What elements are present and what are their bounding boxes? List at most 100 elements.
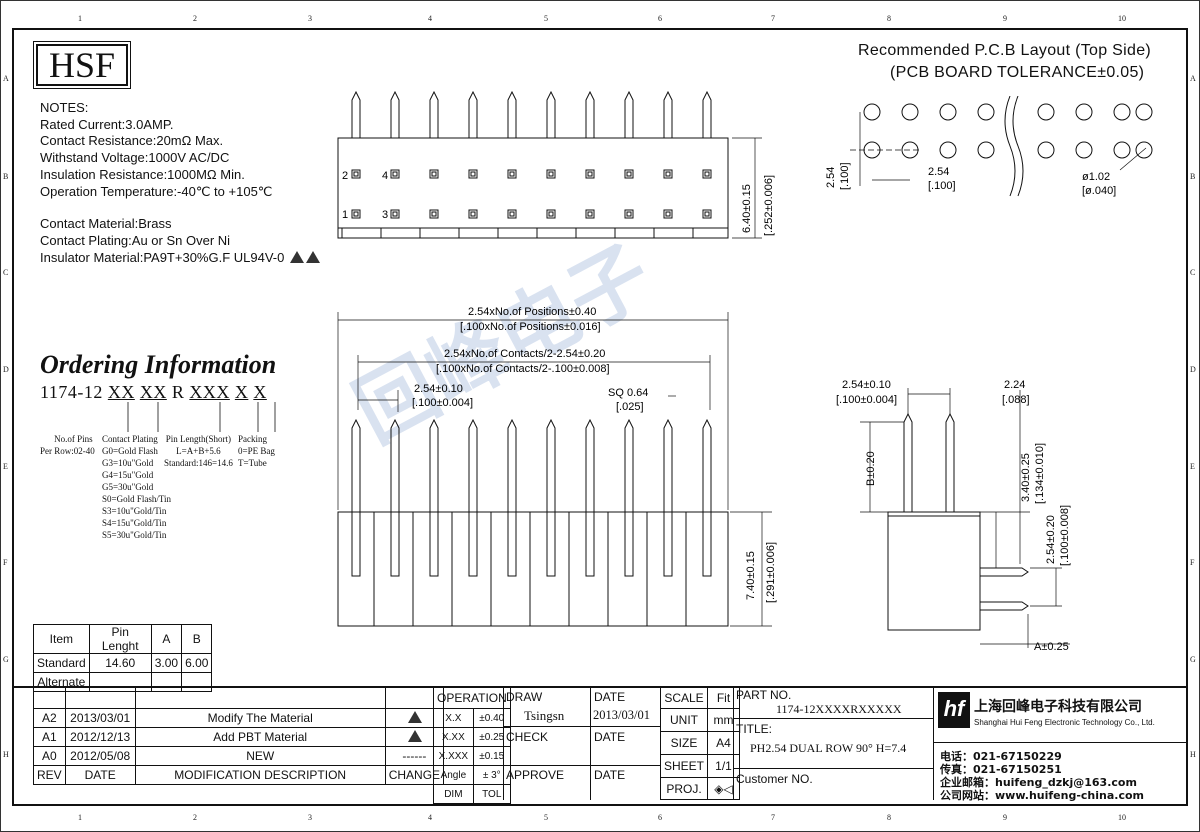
drawer-name: Tsingsn	[524, 708, 565, 723]
front-dim-sq-in: [.025]	[616, 401, 644, 413]
front-pin	[468, 418, 478, 512]
zone-col-label: 7	[771, 813, 775, 822]
zone-row-label: H	[3, 750, 9, 759]
company-name-cn: 上海回峰电子科技有限公司	[974, 699, 1142, 715]
pin-tip	[585, 90, 595, 138]
customer-label: Customer NO.	[736, 772, 813, 786]
note-line: Withstand Voltage:1000V AC/DC	[40, 150, 230, 166]
zone-col-label: 5	[544, 14, 548, 23]
front-dim-total-in: [.100xNo.of Positions±0.016]	[460, 321, 601, 333]
pcb-hole	[1113, 141, 1131, 159]
pin-square-inner	[431, 171, 437, 177]
side-dim-224: 2.24	[1004, 379, 1025, 391]
pcb-hole	[1135, 141, 1153, 159]
pcb-hole	[977, 103, 995, 121]
pin-square	[663, 169, 673, 179]
pin-square	[624, 169, 634, 179]
notes-block: NOTES: Rated Current:3.0AMP. Contact Res…	[40, 100, 320, 266]
pin-square-inner	[353, 211, 359, 217]
material-line: Insulator Material:PA9T+30%G.F UL94V-0	[40, 250, 320, 267]
pin-square-inner	[665, 211, 671, 217]
note-line: Contact Resistance:20mΩ Max.	[40, 133, 224, 149]
pin-tip	[507, 90, 517, 138]
zone-col-label: 6	[658, 813, 662, 822]
pcb-hole	[1075, 103, 1093, 121]
pin-square-inner	[470, 211, 476, 217]
pin-tip	[624, 90, 634, 138]
pcb-layout-drawing: 2.54 [.100] 2.54 [.100] ø1.02 [ø.040]	[825, 96, 1153, 197]
pin-square	[507, 169, 517, 179]
pin-square-inner	[704, 171, 710, 177]
draw-label: DRAW	[506, 690, 543, 704]
zone-col-label: 9	[1003, 813, 1007, 822]
pcb-dim-hole-in: [ø.040]	[1082, 185, 1116, 197]
zone-col-label: 8	[887, 813, 891, 822]
note-line: Operation Temperature:-40℃ to +105℃	[40, 183, 273, 199]
pin-label: 3	[382, 209, 388, 221]
pin-square	[390, 209, 400, 219]
pcb-dim-v: 2.54	[825, 167, 837, 188]
pcb-subtitle: (PCB BOARD TOLERANCE±0.05)	[890, 64, 1145, 81]
pin-label: 4	[382, 170, 388, 182]
zone-col-label: 9	[1003, 14, 1007, 23]
pcb-hole	[939, 141, 957, 159]
pin-square-inner	[548, 211, 554, 217]
zone-col-label: 1	[78, 813, 82, 822]
pin-tip	[468, 90, 478, 138]
ordering-pins: No.of Pins Per Row:02-40	[40, 434, 95, 456]
ordering-code: 1174-12 XX XX R XXX X X	[40, 382, 267, 402]
pin-tip	[663, 90, 673, 138]
notes-heading: NOTES:	[40, 100, 89, 115]
zone-row-label: D	[1190, 365, 1196, 374]
top-dim-h-in: [.252±0.006]	[763, 175, 775, 236]
pin-square	[546, 169, 556, 179]
zone-row-label: G	[1190, 655, 1196, 664]
pin-square-inner	[704, 211, 710, 217]
pin-square-inner	[626, 171, 632, 177]
zone-row-label: F	[1190, 558, 1195, 567]
front-dim-pitch: 2.54±0.10	[414, 383, 463, 395]
company-tel: 电话：021-67150229	[940, 750, 1062, 763]
ordering-pin-length: Pin Length(Short) L=A+B+5.6 Standard:146…	[164, 434, 233, 468]
hsf-logo: HSF	[33, 41, 131, 89]
front-dim-contacts: 2.54xNo.of Contacts/2-2.54±0.20	[444, 348, 605, 360]
zone-row-label: A	[1190, 74, 1196, 83]
front-pin	[351, 418, 361, 512]
front-pin	[507, 418, 517, 512]
front-view-drawing: 2.54xNo.of Positions±0.40 [.100xNo.of Po…	[337, 306, 777, 627]
zone-col-label: 10	[1118, 14, 1126, 23]
pin-square	[702, 209, 712, 219]
zone-col-label: 10	[1118, 813, 1126, 822]
pin-tip	[546, 90, 556, 138]
pin-square	[702, 169, 712, 179]
front-dim-sq: SQ 0.64	[608, 387, 648, 399]
table-header: Pin Lenght	[88, 624, 152, 654]
front-dim-height: 7.40±0.15	[745, 551, 757, 600]
date-label: DATE	[594, 768, 626, 782]
pin-tip	[390, 90, 400, 138]
zone-col-label: 3	[308, 14, 312, 23]
side-dim-340: 3.40±0.25	[1020, 453, 1032, 502]
part-title: PH2.54 DUAL ROW 90° H=7.4	[750, 741, 907, 755]
table-header: A	[150, 624, 183, 654]
pcb-hole	[1037, 103, 1055, 121]
top-view-drawing: 2 4 1 3 6.40±0.15 [.252±0.006]	[337, 90, 775, 239]
zone-row-label: E	[1190, 462, 1195, 471]
zone-col-label: 1	[78, 14, 82, 23]
warning-triangle-icon	[305, 250, 320, 263]
front-pin	[624, 418, 634, 512]
side-dim-254: 2.54±0.20	[1045, 515, 1057, 564]
pin-square-inner	[509, 211, 515, 217]
pin-square	[546, 209, 556, 219]
front-dim-contacts-in: [.100xNo.of Contacts/2-.100±0.008]	[436, 363, 610, 375]
side-dim-pitch: 2.54±0.10	[842, 379, 891, 391]
company-web: 公司网站：www.huifeng-china.com	[940, 789, 1145, 802]
date-label: DATE	[594, 690, 626, 704]
pcb-dim-h: 2.54	[928, 166, 949, 178]
pcb-hole	[901, 103, 919, 121]
side-dim-224-in: [.088]	[1002, 394, 1030, 406]
date-label: DATE	[594, 730, 626, 744]
front-dim-pitch-in: [.100±0.004]	[412, 397, 473, 409]
